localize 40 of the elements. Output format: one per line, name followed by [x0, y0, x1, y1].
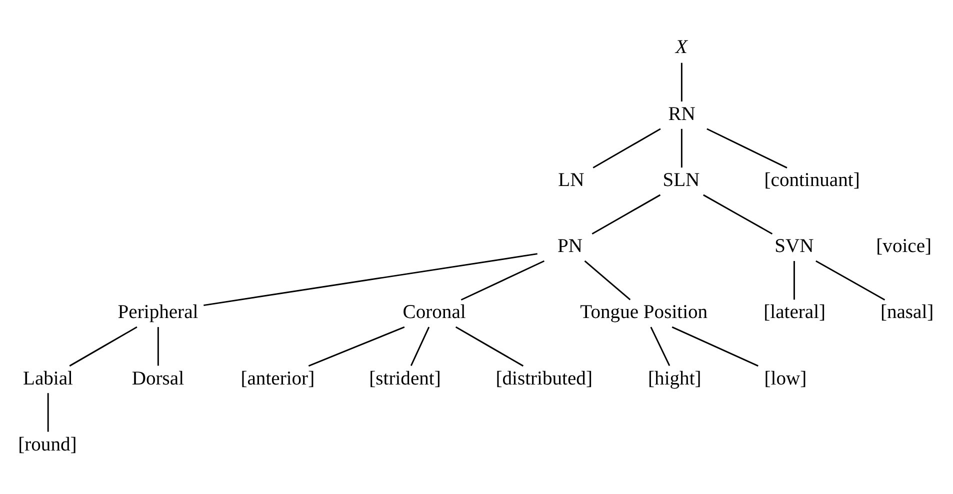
connector	[308, 326, 405, 366]
node-text: RN	[668, 104, 696, 125]
connector	[455, 326, 524, 366]
connector	[157, 326, 159, 366]
node-text: Peripheral	[118, 302, 198, 323]
node-text: PN	[558, 236, 583, 257]
node-text: [round]	[18, 434, 77, 455]
connector	[672, 326, 758, 366]
connector	[680, 62, 682, 102]
connector	[706, 128, 788, 168]
connector	[47, 392, 49, 432]
node-text: SLN	[662, 170, 700, 191]
node-text: [distributed]	[496, 368, 592, 389]
connector	[584, 260, 631, 300]
node-text: LN	[558, 170, 584, 191]
connector	[793, 260, 795, 300]
connector	[592, 128, 661, 168]
node-text: [hight]	[648, 368, 702, 389]
label: [voice]	[876, 236, 932, 257]
connector	[204, 252, 538, 306]
connector	[703, 194, 773, 234]
node-text: [continuant]	[764, 170, 860, 191]
connector	[69, 326, 138, 366]
node-text: Tongue Position	[580, 302, 708, 323]
node-text: [low]	[764, 368, 807, 389]
node-text: Labial	[23, 368, 73, 389]
node-text: [anterior]	[240, 368, 315, 389]
connector	[460, 260, 545, 300]
connector	[650, 326, 670, 366]
node-text: Coronal	[402, 302, 466, 323]
node-text: [lateral]	[764, 302, 826, 323]
node-text: X	[676, 36, 688, 58]
node-text: [nasal]	[880, 302, 934, 323]
connector	[410, 326, 430, 366]
connector	[680, 128, 682, 168]
node-text: SVN	[774, 236, 814, 257]
connector	[816, 260, 886, 300]
node-text: Dorsal	[132, 368, 184, 389]
connector	[592, 194, 661, 234]
node-text: [strident]	[369, 368, 441, 389]
